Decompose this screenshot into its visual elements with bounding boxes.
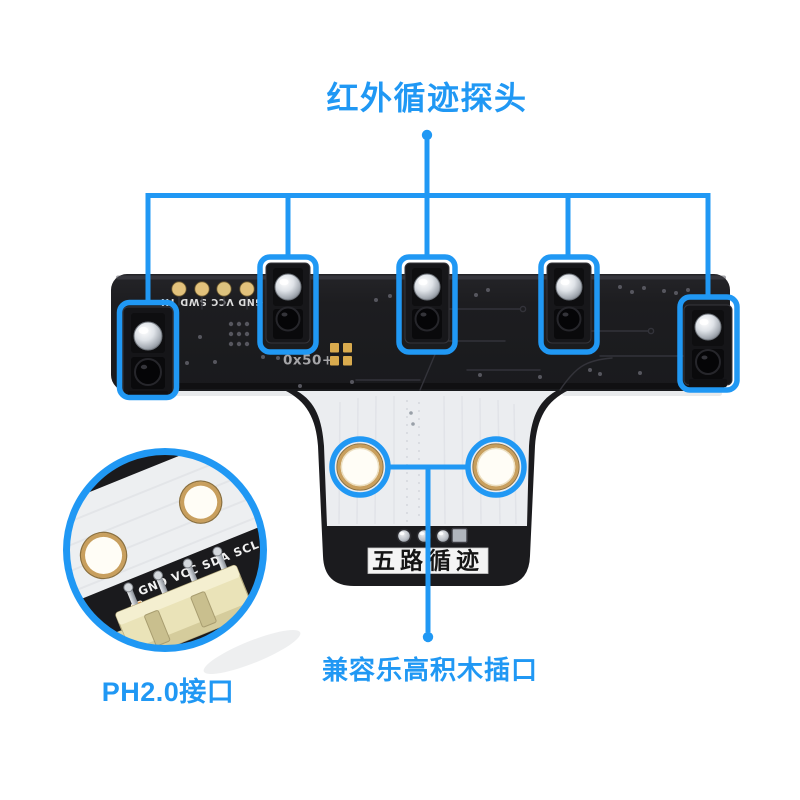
ir-emitter-led	[694, 313, 722, 341]
solder-joints	[396, 527, 468, 544]
ir-receiver	[275, 306, 301, 332]
via-dot	[409, 411, 413, 415]
sensor-highlight-1	[116, 299, 180, 401]
label-ph2-port: PH2.0接口	[102, 677, 235, 707]
connector-slot	[144, 610, 171, 646]
sensor-highlight-2	[257, 254, 319, 355]
magnifier-shadow	[203, 630, 301, 674]
lego-hole-right	[472, 443, 520, 491]
sensor-flange	[689, 379, 727, 387]
pin-silkscreen-text: GND VCC SWD TX	[161, 296, 263, 307]
magnified-hole	[79, 480, 223, 580]
ir-sensor-probe-3	[404, 262, 450, 344]
callout-dot	[421, 129, 433, 141]
ir-receiver	[134, 358, 162, 386]
pcb-traces	[178, 296, 689, 391]
lego-hole-left	[336, 443, 384, 491]
ir-emitter-led	[555, 273, 583, 301]
via-dot	[411, 422, 415, 426]
magnified-pcb-corner: GND VCC SDA SCL	[69, 454, 261, 646]
smd-component	[451, 527, 468, 544]
callout-dot	[422, 631, 434, 643]
ir-emitter-led	[133, 321, 163, 351]
ir-emitter-led	[413, 273, 441, 301]
sensor-highlight-4	[538, 254, 600, 355]
label-lego-socket: 兼容乐高积木插口	[322, 655, 538, 685]
sensor-highlight-boxes	[116, 254, 740, 401]
callout-bottom	[329, 436, 527, 643]
ir-receiver	[695, 349, 721, 375]
programming-pads	[171, 281, 255, 297]
label-ir-probes: 红外循迹探头	[326, 80, 527, 116]
ir-sensor-probe-4	[546, 262, 592, 344]
connector-pins	[123, 546, 229, 609]
board-shadow	[562, 391, 722, 396]
magnifier-circle: GND VCC SDA SCL	[63, 448, 301, 674]
i2c-jumper-pads	[330, 343, 352, 366]
magnifier-ring	[63, 448, 267, 652]
ir-receiver	[556, 306, 582, 332]
ir-sensor-probe-2	[265, 262, 311, 344]
i2c-silkscreen-text: 0x50+	[283, 353, 334, 369]
sensor-highlight-5	[677, 294, 740, 393]
ir-emitter-led	[274, 273, 302, 301]
ph2-connector	[115, 546, 255, 646]
ir-receiver	[414, 306, 440, 332]
ir-sensor-probe-5	[683, 304, 733, 387]
sensor-highlight-3	[396, 254, 458, 355]
connector-slot	[190, 591, 217, 628]
callout-top	[145, 129, 711, 305]
ir-sensor-probe-1	[122, 306, 174, 397]
